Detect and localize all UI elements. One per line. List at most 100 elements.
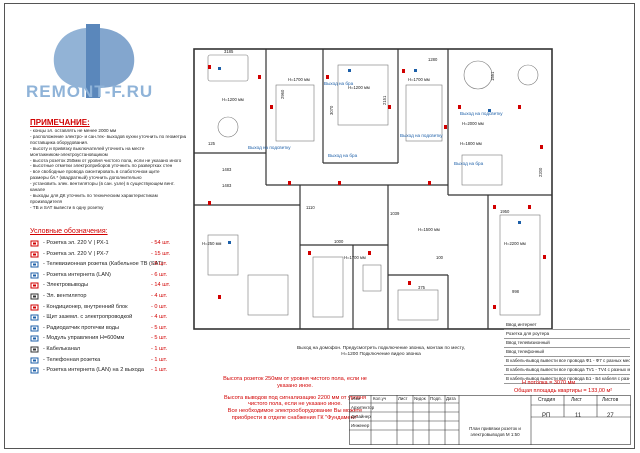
legend-label: - Розетка интернета (LAN) на 2 выхода bbox=[43, 367, 144, 374]
plan-furniture bbox=[207, 54, 541, 321]
dim-label: 125 bbox=[208, 141, 216, 146]
legend-item: - Щит заземл. с электропроводкой - 4 шт. bbox=[30, 313, 190, 324]
dim-label: 100 bbox=[436, 255, 444, 260]
legend-item: - Телефонная розетка- 1 шт. bbox=[30, 356, 190, 367]
legend-label: - Радиодатчик протечки воды bbox=[43, 324, 120, 331]
legend-label: - Электровыводы bbox=[43, 282, 89, 289]
legend-symbol-icon bbox=[30, 293, 40, 300]
input-cable-item: В кабель-вывод вывести все провода Б1 - … bbox=[504, 375, 630, 384]
dim-label: 375 bbox=[418, 285, 426, 290]
legend-count: - 1 шт. bbox=[151, 356, 168, 363]
outlet-markers bbox=[208, 65, 546, 309]
legend-symbol-icon bbox=[30, 304, 40, 311]
plan-callouts: Выход на бра Выход на подсветку Выход на… bbox=[248, 81, 503, 166]
brand-logo-icon bbox=[53, 24, 135, 98]
title-block-header: Кол.уч bbox=[373, 396, 387, 401]
brand-wordmark: REMONT-F.RU bbox=[26, 82, 154, 101]
notes-title: ПРИМЕЧАНИЕ: bbox=[30, 118, 90, 127]
height-label: Н=250 мм bbox=[202, 241, 221, 246]
height-note: Высота розеток 250мм от уровня чистого п… bbox=[223, 376, 367, 389]
sheet-caption: Лист bbox=[571, 397, 582, 403]
dim-label: 2200 bbox=[538, 167, 543, 177]
title-block-role: Дизайнер bbox=[351, 414, 371, 419]
height-label: Н=1700 мм bbox=[344, 255, 366, 260]
legend-count: - 5 шт. bbox=[151, 324, 168, 331]
input-cable-item: Ввод интернет bbox=[504, 321, 630, 330]
note-line: - расположение электро- и сан.тех- выход… bbox=[30, 133, 186, 139]
note-line: - высотные отметки электроприборов уточн… bbox=[30, 163, 173, 169]
sheet-caption: Листов bbox=[602, 397, 619, 403]
legend-label: - Телевизионная розетка (Кабельное ТВ (S… bbox=[43, 261, 164, 268]
note-line: поставщика оборудования. bbox=[30, 139, 89, 145]
legend-symbol-icon bbox=[30, 357, 40, 364]
input-cable-item: Розетка для роутера bbox=[504, 330, 630, 339]
callout-label: Выход на бра bbox=[454, 161, 484, 166]
height-label: Н=1200 мм bbox=[222, 97, 244, 102]
legend-item: - Розетка эл. 220 V | РХ-1- 54 шт. bbox=[30, 239, 190, 250]
title-block-role: Инженер bbox=[351, 423, 370, 428]
dim-label: 1950 bbox=[500, 209, 510, 214]
height-label: Н=1700 мм bbox=[408, 77, 430, 82]
legend-label: - Модуль управления Н=600мм bbox=[43, 335, 125, 342]
dim-label: 3185 bbox=[224, 49, 234, 54]
dim-label: 3070 bbox=[329, 105, 334, 115]
legend-count: - 4 шт. bbox=[151, 292, 168, 299]
sheet-number: 11 bbox=[575, 413, 582, 419]
plan-dimensions: 3185 2960 3070 2151 1483 1483 1039 1950 … bbox=[208, 49, 543, 294]
note-line: - концы эл. оставлять не менее 2000 мм bbox=[30, 128, 117, 133]
dim-label: 1551 bbox=[490, 71, 495, 81]
note-line: - высота розеток 250мм от уровня чистого… bbox=[30, 157, 182, 163]
legend-item: - Модуль управления Н=600мм - 5 шт. bbox=[30, 334, 190, 345]
title-block-grid bbox=[349, 395, 631, 445]
callout-label: Выход на подсветку bbox=[248, 145, 291, 150]
legend-count: - 4 шт. bbox=[151, 314, 168, 321]
note-line: - все свободные провода смонтировать в с… bbox=[30, 169, 160, 175]
sheet-stage: РП bbox=[542, 413, 551, 419]
legend-label: - Розетка эл. 220 V | РХ-7 bbox=[43, 250, 109, 257]
legend-label: - Кондиционер, внутренний блок bbox=[43, 303, 128, 310]
legend-item: - Телевизионная розетка (Кабельное ТВ (S… bbox=[30, 260, 190, 271]
height-label: Н=1800 мм bbox=[460, 141, 482, 146]
legend-count: - 15 шт. bbox=[151, 250, 171, 257]
data-markers bbox=[218, 67, 521, 244]
height-notes: Высота розеток 250мм от уровня чистого п… bbox=[220, 376, 370, 422]
legend: - Розетка эл. 220 V | РХ-1- 54 шт.- Розе… bbox=[30, 239, 190, 377]
input-cable-list: Ввод интернет Розетка для роутера Ввод т… bbox=[504, 321, 630, 384]
dim-label: 1000 bbox=[334, 239, 344, 244]
intercom-note: Выход на домофон. Предусмотреть подключе… bbox=[296, 346, 466, 357]
dim-label: 2960 bbox=[280, 89, 285, 99]
legend-symbol-icon bbox=[30, 367, 40, 374]
legend-label: - Щит заземл. с электропроводкой bbox=[43, 314, 133, 321]
input-cable-item: Ввод телефонный bbox=[504, 348, 630, 357]
callout-label: Выход на бра bbox=[328, 153, 358, 158]
title-block-header: Подп. bbox=[430, 396, 442, 401]
legend-count: - 6 шт. bbox=[151, 271, 168, 278]
plan-heights: Н=1200 мм Н=1700 мм Н=1200 мм Н=1700 мм … bbox=[202, 77, 526, 260]
legend-item: - Кондиционер, внутренний блок- 0 шт. bbox=[30, 303, 190, 314]
legend-item: - Эл. вентилятор- 4 шт. bbox=[30, 292, 190, 303]
legend-label: - Кабельканал bbox=[43, 345, 81, 352]
callout-label: Выход на бра bbox=[324, 81, 354, 86]
legend-item: - Электровыводы- 14 шт. bbox=[30, 281, 190, 292]
callout-label: Выход на подсветку bbox=[460, 111, 503, 116]
legend-symbol-icon bbox=[30, 346, 40, 353]
input-cable-item: В кабель-вывод вывести все провода Ф1 - … bbox=[504, 357, 630, 366]
title-block-header: Дата bbox=[446, 396, 456, 401]
drawing-title: План привязки розеток и электровыводов М… bbox=[469, 426, 521, 437]
sheet-caption: Стадия bbox=[538, 397, 556, 403]
input-cable-item: Ввод телевизионный bbox=[504, 339, 630, 348]
drawing-sheet-frame bbox=[4, 3, 635, 449]
note-line: монтажником-электроустановщиком bbox=[30, 151, 108, 157]
input-cable-item: В кабель-вывод вывести все провода ТV1 -… bbox=[504, 366, 630, 375]
legend-symbol-icon bbox=[30, 261, 40, 268]
dim-label: 1110 bbox=[306, 205, 315, 210]
note-line: производителя bbox=[30, 198, 62, 204]
supplier-note: Все необходимое электрооборудование Вы м… bbox=[227, 408, 363, 421]
legend-symbol-icon bbox=[30, 325, 40, 332]
dim-label: 2151 bbox=[382, 95, 387, 105]
legend-label: - Розетка эл. 220 V | РХ-1 bbox=[43, 240, 109, 246]
legend-count: - 5 шт. bbox=[151, 335, 168, 342]
floor-plan: 3185 2960 3070 2151 1483 1483 1039 1950 … bbox=[193, 48, 553, 330]
height-note: Высота выводов под сигнализацию 2200 мм … bbox=[223, 394, 367, 408]
note-line: канале bbox=[30, 187, 45, 193]
